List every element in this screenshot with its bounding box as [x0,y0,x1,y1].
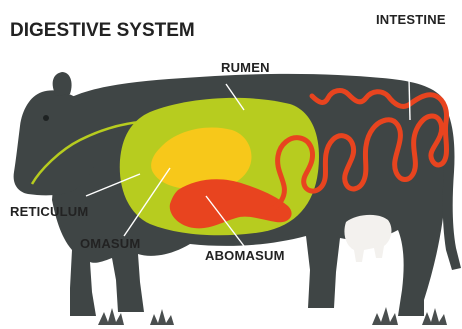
label-reticulum: RETICULUM [10,204,88,219]
diagram-title: DIGESTIVE SYSTEM [10,20,195,41]
grass-tufts [98,307,447,325]
udder [344,215,391,262]
label-omasum: OMASUM [80,236,140,251]
label-abomasum: ABOMASUM [205,248,285,263]
label-intestine: INTESTINE [376,12,446,27]
cow-eye [43,115,49,121]
label-rumen: RUMEN [221,60,270,75]
